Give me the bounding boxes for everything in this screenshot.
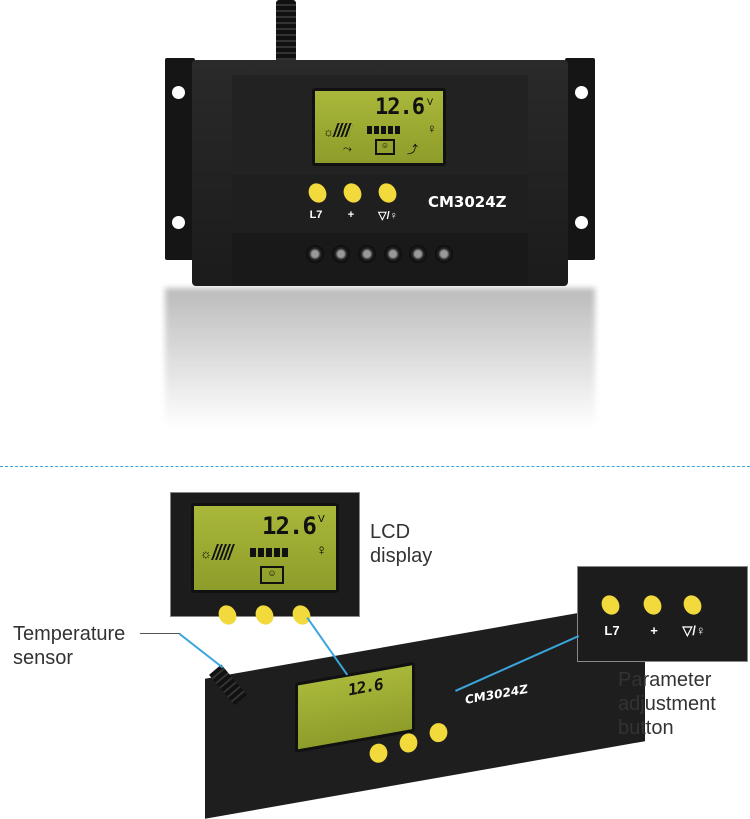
- down-light-symbol: ▽/♀: [378, 210, 398, 222]
- battery-level-icon: [367, 126, 401, 134]
- voltage-unit-zoom: V: [318, 514, 325, 525]
- terminal-screw: [306, 245, 324, 263]
- up-symbol: +: [347, 209, 355, 221]
- down-button-zoom: [680, 592, 705, 618]
- voltage-reading-small: 12.6: [348, 674, 383, 700]
- arrow-icon: ⤳: [343, 143, 352, 155]
- terminal-screw: [435, 245, 453, 263]
- menu-symbol: L7: [309, 209, 323, 221]
- button-peek: [215, 602, 240, 628]
- temperature-leader-line: [140, 633, 180, 634]
- product-reflection: [165, 288, 595, 428]
- lcd-screen: 12.6 V ☼ ♀ ⤳ ☺ ⤴: [312, 88, 446, 166]
- down-button-small[interactable]: [426, 719, 451, 746]
- voltage-reading-zoom: 12.6: [262, 512, 317, 540]
- solar-panel-icon: [332, 123, 354, 137]
- voltage-unit: V: [427, 97, 434, 107]
- up-symbol-zoom: +: [650, 623, 658, 638]
- mount-hole: [172, 86, 185, 99]
- battery-level-icon: [250, 548, 290, 557]
- menu-button-small[interactable]: [366, 739, 391, 767]
- up-button-zoom: [640, 592, 665, 618]
- mount-hole: [575, 86, 588, 99]
- sun-icon: ☼: [200, 546, 212, 561]
- model-number: CM3024Z: [428, 193, 507, 211]
- bulb-icon: ♀: [427, 121, 437, 136]
- temperature-sensor-cable: [276, 0, 296, 70]
- terminal-screw: [358, 245, 376, 263]
- mounting-bracket-left: [165, 58, 195, 260]
- terminal-screw: [409, 245, 427, 263]
- button-panel: L7 + ▽/♀ CM3024Z: [232, 175, 528, 233]
- down-symbol-zoom: ▽/♀: [682, 623, 706, 638]
- terminal-block: [232, 233, 528, 286]
- solar-panel-icon: [211, 544, 235, 560]
- temperature-leader-line-angled: [179, 633, 224, 669]
- lcd-inset: 12.6 V ☼ ♀ ☺: [170, 492, 360, 628]
- menu-symbol-zoom: L7: [604, 623, 620, 638]
- mounting-bracket-right: [565, 58, 595, 260]
- lcd-screen-zoom: 12.6 V ☼ ♀ ☺: [191, 503, 339, 593]
- sun-icon: ☼: [323, 125, 334, 139]
- mount-hole: [575, 216, 588, 229]
- lcd-screen-small: 12.6: [295, 661, 415, 753]
- terminal-screw: [332, 245, 350, 263]
- up-button[interactable]: [340, 180, 365, 206]
- buttons-inset: L7 + ▽/♀: [577, 566, 748, 662]
- voltage-reading: 12.6: [375, 95, 425, 120]
- controller-body: 12.6 V ☼ ♀ ⤳ ☺ ⤴ L7 + ▽/♀ CM3024Z: [192, 60, 568, 286]
- bulb-icon: ♀: [316, 542, 328, 559]
- terminal-screw: [384, 245, 402, 263]
- button-peek: [252, 602, 277, 628]
- battery-icon: ☺: [260, 566, 284, 584]
- model-number-small: CM3024Z: [465, 681, 528, 707]
- mount-hole: [172, 216, 185, 229]
- menu-button[interactable]: [305, 180, 330, 206]
- menu-button-zoom: [598, 592, 623, 618]
- down-light-button[interactable]: [375, 180, 400, 206]
- arrow-icon: ⤴: [407, 144, 418, 156]
- section-divider: [0, 466, 750, 467]
- battery-icon: ☺: [375, 139, 395, 155]
